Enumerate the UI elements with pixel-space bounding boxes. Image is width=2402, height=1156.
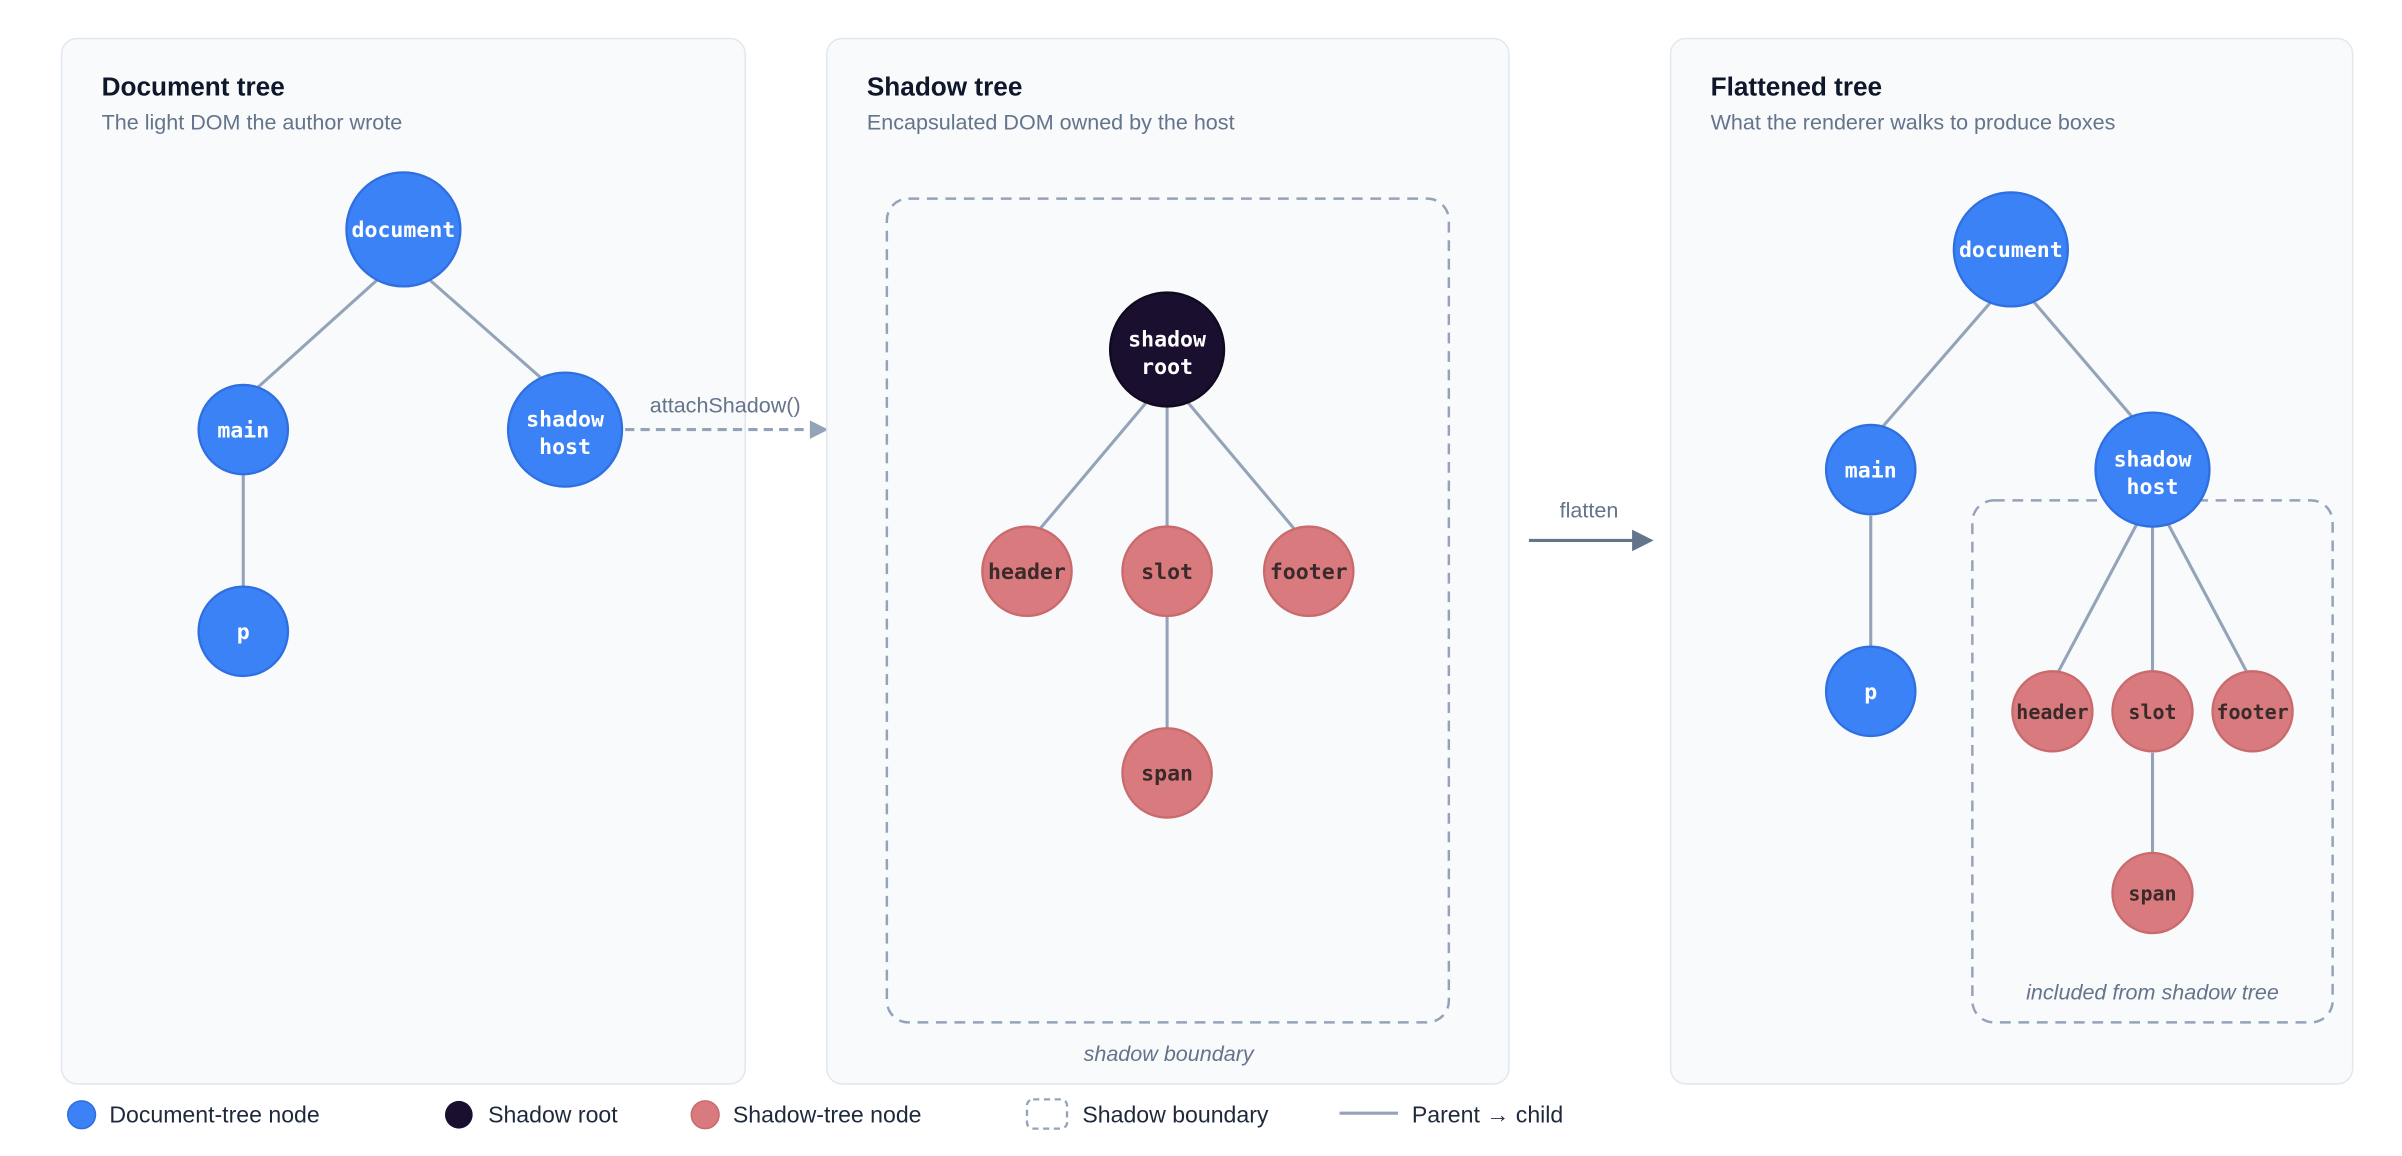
edge-flat-host-footer: [2166, 522, 2248, 673]
shadow-tree-title: Shadow tree: [867, 71, 1023, 101]
node-shadow-root: [1108, 291, 1226, 408]
shadow-tree-subtitle: Encapsulated DOM owned by the host: [867, 109, 1235, 134]
flat-node-document: [1952, 191, 2069, 308]
edge-flat-host-header: [2057, 522, 2139, 673]
legend-shadow-boundary-icon: [1025, 1098, 1069, 1130]
legend-parent-child-label: Parent → child: [1412, 1101, 1563, 1127]
legend-shadow-boundary-label: Shadow boundary: [1082, 1101, 1269, 1127]
flat-node-shadow-host-label-line1: shadow: [2114, 448, 2192, 473]
document-tree-subtitle: The light DOM the author wrote: [102, 109, 403, 134]
shadow-boundary-label: shadow boundary: [1084, 1041, 1255, 1066]
shadow-tree-panel: Shadow tree Encapsulated DOM owned by th…: [826, 37, 1510, 1085]
node-footer: [1262, 525, 1355, 618]
node-main: [197, 383, 290, 476]
node-slot-label: slot: [1141, 560, 1193, 585]
node-header: [981, 525, 1073, 618]
node-span-label: span: [1141, 762, 1193, 787]
attach-shadow-arrow: attachShadow(): [625, 393, 829, 439]
node-document-label: document: [352, 218, 456, 243]
flattened-tree-panel-bg: [1669, 37, 2354, 1085]
attach-shadow-label: attachShadow(): [650, 393, 801, 418]
included-boundary-label: included from shadow tree: [2026, 979, 2279, 1004]
legend-shadow-root-icon: [444, 1100, 473, 1129]
flatten-arrow: flatten: [1528, 497, 1654, 552]
edge-document-main: [256, 276, 382, 390]
node-span: [1121, 727, 1213, 819]
legend-document-node-label: Document-tree node: [109, 1101, 319, 1127]
node-p: [197, 585, 290, 678]
edge-flat-document-main: [1880, 299, 1994, 430]
flat-node-main: [1824, 423, 1917, 516]
node-slot: [1121, 525, 1213, 618]
flat-node-main-label: main: [1845, 458, 1897, 483]
edge-root-header: [1038, 402, 1147, 531]
flattened-tree-panel: Flattened tree What the renderer walks t…: [1669, 37, 2354, 1085]
node-header-label: header: [988, 560, 1066, 585]
flat-node-p-label: p: [1864, 680, 1877, 705]
flat-node-span: [2111, 851, 2194, 935]
flatten-label: flatten: [1560, 497, 1619, 522]
document-tree-panel: Document tree The light DOM the author w…: [60, 37, 746, 1085]
node-shadow-host-label-line2: host: [539, 435, 591, 460]
document-tree-panel-bg: [60, 37, 746, 1085]
node-footer-label: footer: [1270, 560, 1348, 585]
legend-shadow-node-icon: [690, 1100, 720, 1130]
node-shadow-root-label-line2: root: [1141, 355, 1193, 380]
shadow-boundary: [885, 197, 1451, 1024]
flattened-tree-subtitle: What the renderer walks to produce boxes: [1711, 109, 2116, 134]
flat-node-p: [1824, 645, 1917, 738]
node-main-label: main: [217, 418, 269, 443]
attach-shadow-arrowhead-icon: [809, 420, 829, 439]
node-shadow-host-label-line1: shadow: [526, 407, 604, 432]
legend-document-node-icon: [66, 1100, 97, 1130]
legend-shadow-node-label: Shadow-tree node: [733, 1101, 922, 1127]
flat-node-span-label: span: [2128, 882, 2176, 906]
flat-node-slot: [2111, 670, 2194, 753]
legend-shadow-root-label: Shadow root: [488, 1101, 618, 1127]
flat-node-header-label: header: [2016, 700, 2088, 724]
flat-node-footer-label: footer: [2216, 700, 2288, 724]
flatten-arrowhead-icon: [1632, 529, 1654, 552]
flattened-tree-title: Flattened tree: [1711, 71, 1883, 101]
flat-node-header: [2011, 670, 2094, 753]
edge-document-shadow-host: [425, 275, 543, 380]
node-shadow-host: [506, 371, 624, 488]
flat-node-document-label: document: [1959, 238, 2063, 263]
edge-root-footer: [1187, 402, 1297, 531]
flat-node-shadow-host-label-line2: host: [2127, 475, 2179, 500]
flat-node-shadow-host: [2094, 411, 2211, 528]
document-tree-title: Document tree: [102, 71, 285, 101]
node-document: [345, 171, 462, 288]
flat-node-slot-label: slot: [2128, 700, 2176, 724]
node-shadow-root-label-line1: shadow: [1128, 327, 1206, 352]
flat-node-footer: [2211, 670, 2294, 753]
node-p-label: p: [237, 620, 250, 645]
edge-flat-document-host: [2031, 299, 2134, 419]
legend: Document-tree node Shadow root Shadow-tr…: [66, 1098, 1563, 1130]
